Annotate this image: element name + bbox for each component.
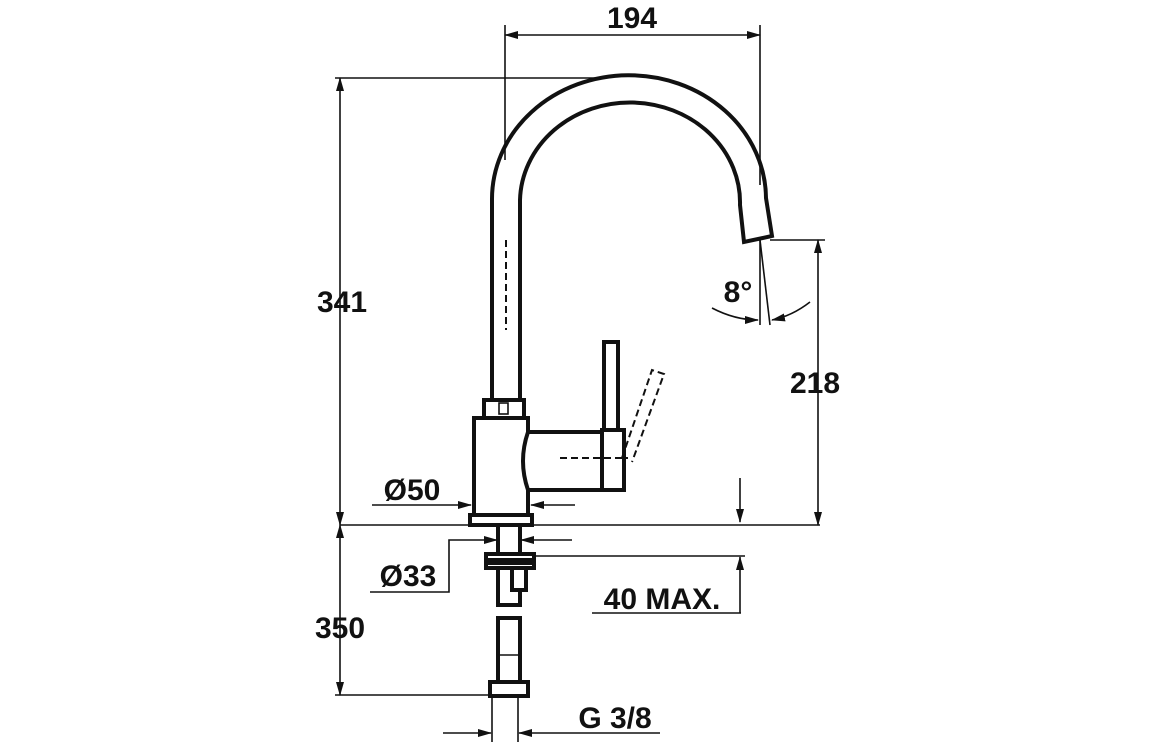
spout [489,73,775,404]
dim-g-3-8: G 3/8 [578,702,651,735]
hose-nut [488,680,530,698]
dim-194: 194 [607,2,657,35]
dim-40-max: 40 MAX. [604,583,721,616]
dim-diameter-33: Ø33 [380,560,437,593]
body [472,416,530,517]
dim-350: 350 [315,612,365,645]
lever [602,340,620,432]
dim-8-degrees: 8° [724,276,753,309]
lever-alt-position [621,368,666,463]
handle-block [600,428,626,492]
dim-diameter-50: Ø50 [384,474,441,507]
hose [496,616,522,684]
cartridge [521,430,607,492]
dim-218: 218 [790,367,840,400]
dim-341: 341 [317,286,367,319]
